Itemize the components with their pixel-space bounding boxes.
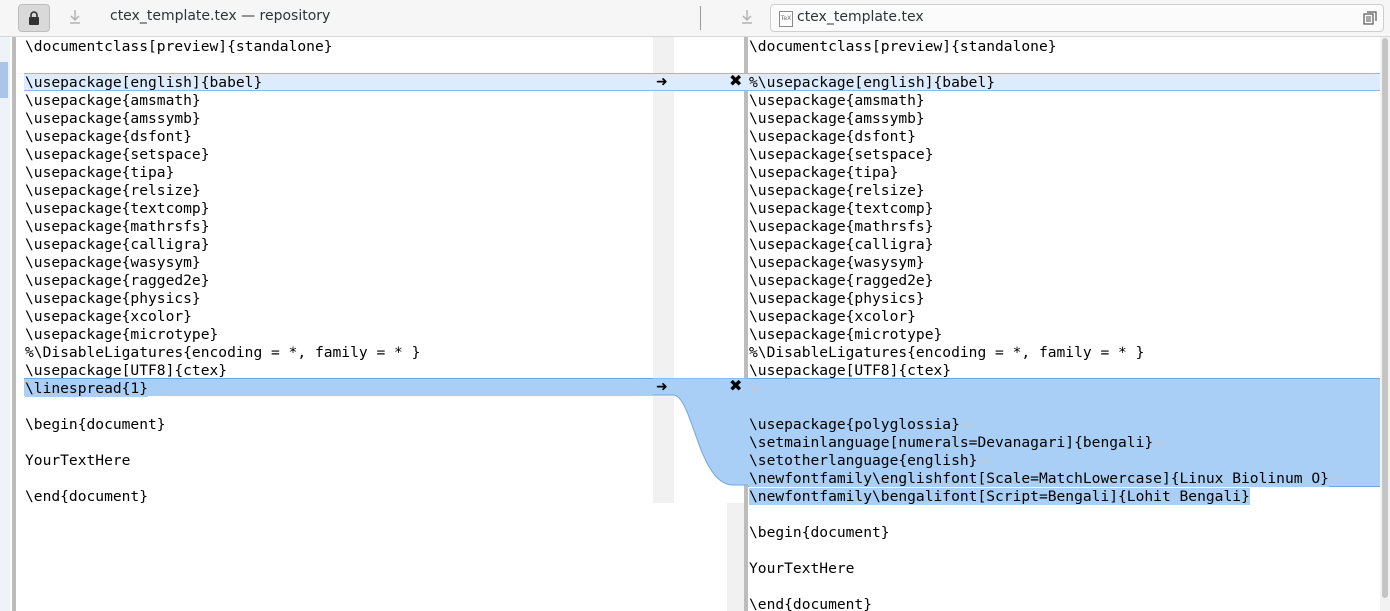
right-file-tab[interactable]: TeX ctex_template.tex — [770, 4, 1384, 32]
code-line: \usepackage{physics} — [749, 290, 925, 307]
right-chunk1-band — [748, 73, 1380, 91]
copy-chunk2-arrow-icon[interactable]: ➜ — [656, 379, 668, 395]
delete-chunk1-icon[interactable]: ✖ — [729, 71, 743, 90]
code-line: \usepackage{amssymb} — [25, 110, 201, 127]
code-line — [748, 578, 1341, 596]
code-line — [748, 398, 1341, 416]
code-line: \usepackage{tipa} — [749, 164, 899, 181]
code-line-selected: \setotherlanguage{english}⟵ — [748, 452, 1341, 470]
code-line: \usepackage{wasysym} — [749, 254, 925, 271]
code-line: \usepackage{tipa} — [25, 164, 175, 181]
code-line: \usepackage[english]{babel} — [25, 74, 263, 91]
right-file-title: ctex_template.tex — [797, 9, 924, 25]
eol-marker-icon: ⟵ — [753, 381, 762, 397]
code-line: \usepackage{setspace} — [749, 146, 934, 163]
code-line-selected: \linespread{1} — [24, 380, 420, 398]
eol-marker-icon: ⟵ — [1157, 435, 1166, 451]
code-line: \usepackage{mathrsfs} — [749, 218, 934, 235]
left-chunk1-band — [24, 73, 653, 91]
right-scrollbar-thumb[interactable] — [1382, 38, 1388, 598]
code-line — [24, 470, 420, 488]
code-line: \usepackage{relsize} — [749, 182, 925, 199]
code-line: \usepackage{amsmath} — [749, 92, 925, 109]
code-line-selected: \newfontfamily\englishfont[Scale=MatchLo… — [748, 470, 1341, 488]
left-chunk2-band — [24, 378, 653, 396]
code-line: \usepackage{dsfont} — [25, 128, 192, 145]
code-line: \usepackage[UTF8]{ctex} — [25, 362, 228, 379]
left-file-title: ctex_template.tex — repository — [110, 8, 331, 24]
code-line: YourTextHere — [749, 560, 855, 577]
right-editor-pane[interactable]: \documentclass[preview]{standalone} %\us… — [748, 37, 1380, 611]
code-line-selected: \newfontfamily\bengalifont[Script=Bengal… — [748, 488, 1341, 506]
code-line: \usepackage{xcolor} — [25, 308, 192, 325]
selected-text: \newfontfamily\bengalifont[Script=Bengal… — [749, 488, 1250, 505]
right-code: \documentclass[preview]{standalone} %\us… — [748, 38, 1341, 611]
code-line: \usepackage{calligra} — [25, 236, 210, 253]
code-line-selected: \usepackage{polyglossia}⟵ — [748, 416, 1341, 434]
link-shade-bottom — [727, 503, 748, 611]
eol-marker-icon: ⟵ — [981, 453, 990, 469]
code-line: \usepackage{microtype} — [749, 326, 943, 343]
header-divider — [700, 6, 701, 30]
lock-icon — [29, 11, 39, 25]
eol-marker-icon: ⟵ — [1332, 471, 1342, 487]
code-line — [748, 56, 1341, 74]
left-code: \documentclass[preview]{standalone} \use… — [24, 38, 420, 506]
selected-text: \newfontfamily\englishfont[Scale=MatchLo… — [749, 470, 1329, 487]
title-bar: ctex_template.tex — repository TeX ctex_… — [0, 0, 1390, 37]
code-line: \documentclass[preview]{standalone} — [25, 38, 333, 55]
selected-text: \linespread{1} — [25, 380, 149, 397]
code-line — [24, 56, 420, 74]
lock-scrolling-button[interactable] — [18, 4, 50, 32]
code-line: \usepackage{ragged2e} — [25, 272, 210, 289]
left-editor-pane[interactable]: \documentclass[preview]{standalone} \use… — [24, 37, 653, 611]
save-left-icon[interactable] — [68, 8, 82, 26]
selected-text: \setotherlanguage{english} — [749, 452, 978, 469]
code-line: \begin{document} — [749, 524, 890, 541]
code-line-selected: \setmainlanguage[numerals=Devanagari]{be… — [748, 434, 1341, 452]
eol-marker-icon: ⟵ — [963, 417, 973, 433]
code-line: \begin{document} — [25, 416, 166, 433]
code-line-empty: ⟵ — [748, 380, 1341, 398]
code-line: \usepackage[UTF8]{ctex} — [749, 362, 952, 379]
chunk2-link-curve — [653, 378, 748, 486]
code-line: %\DisableLigatures{encoding = *, family … — [25, 344, 421, 361]
left-gutter — [12, 37, 16, 611]
code-line: \usepackage{textcomp} — [749, 200, 934, 217]
code-line: \documentclass[preview]{standalone} — [749, 38, 1057, 55]
code-line: %\DisableLigatures{encoding = *, family … — [749, 344, 1145, 361]
code-line — [24, 434, 420, 452]
code-line: YourTextHere — [25, 452, 131, 469]
delete-chunk2-icon[interactable]: ✖ — [729, 376, 743, 395]
code-line: \usepackage{amsmath} — [25, 92, 201, 109]
tex-file-icon: TeX — [779, 11, 793, 27]
code-line: \usepackage{amssymb} — [749, 110, 925, 127]
code-line: \end{document} — [749, 596, 873, 611]
copy-chunk1-arrow-icon[interactable]: ➜ — [656, 74, 668, 90]
selected-text: \usepackage{polyglossia} — [749, 416, 960, 433]
code-line: \usepackage{relsize} — [25, 182, 201, 199]
code-line: \usepackage{xcolor} — [749, 308, 916, 325]
code-line: \usepackage{wasysym} — [25, 254, 201, 271]
code-line: \usepackage{calligra} — [749, 236, 934, 253]
chunk1-link-band — [653, 73, 748, 91]
code-line: \usepackage{textcomp} — [25, 200, 210, 217]
left-overview-marker — [0, 62, 8, 98]
document-pages-icon[interactable] — [1363, 11, 1377, 25]
code-line: \usepackage{dsfont} — [749, 128, 916, 145]
save-right-icon[interactable] — [740, 8, 754, 26]
code-line: \usepackage{microtype} — [25, 326, 219, 343]
selected-text: \setmainlanguage[numerals=Devanagari]{be… — [749, 434, 1154, 451]
code-line: \usepackage{ragged2e} — [749, 272, 934, 289]
code-line: \end{document} — [25, 488, 149, 505]
code-line: \usepackage{physics} — [25, 290, 201, 307]
code-line: \usepackage{setspace} — [25, 146, 210, 163]
right-gutter — [744, 37, 748, 611]
code-line — [748, 506, 1341, 524]
code-line — [24, 398, 420, 416]
code-line — [748, 542, 1341, 560]
code-line: \usepackage{mathrsfs} — [25, 218, 210, 235]
code-line: %\usepackage[english]{babel} — [749, 74, 996, 91]
left-overview-bar[interactable] — [0, 37, 10, 611]
